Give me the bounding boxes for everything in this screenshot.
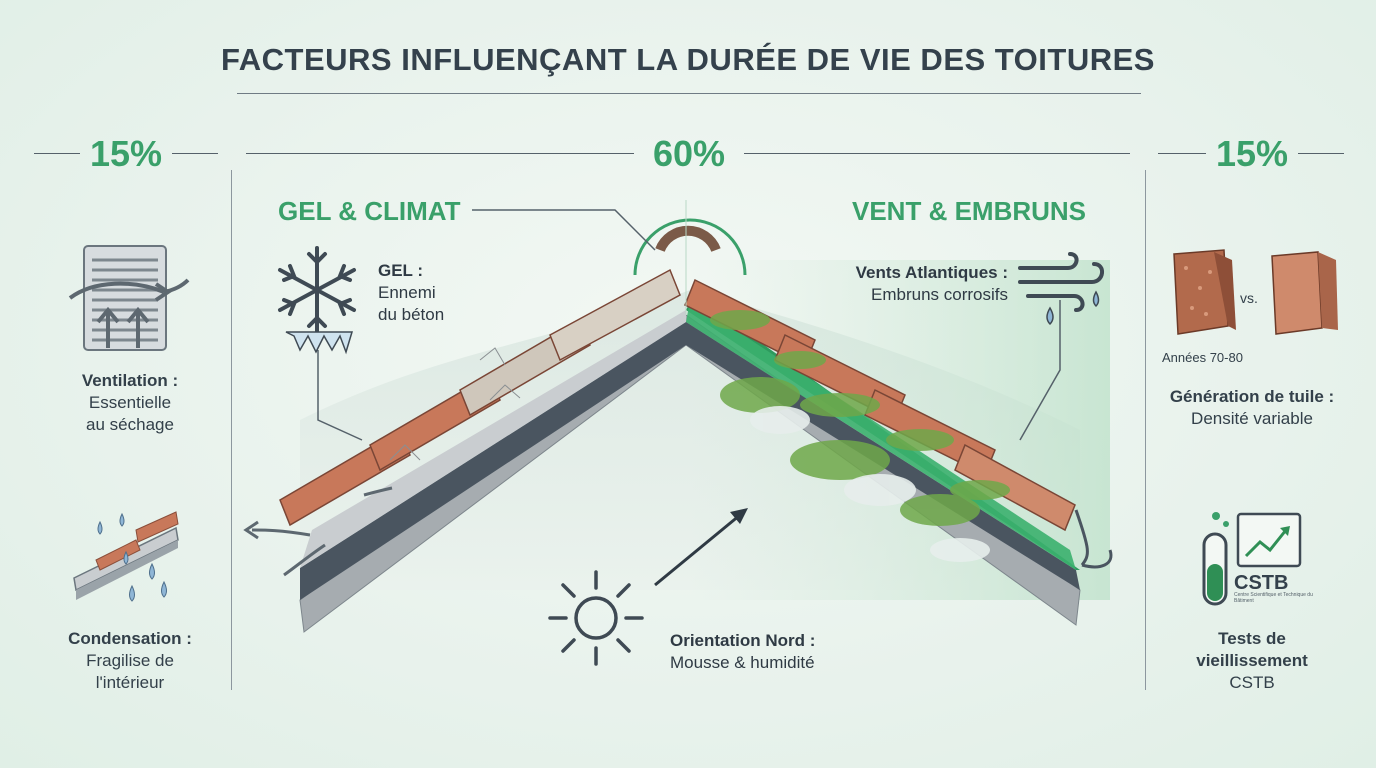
new-tile-icon: [1271, 251, 1338, 335]
vent-embruns-section: VENT & EMBRUNS: [852, 196, 1087, 226]
wind-icon: [1018, 252, 1104, 326]
condensation-title: Condensation :: [68, 629, 192, 648]
years-label: Années 70-80: [1162, 350, 1243, 365]
gel-text-2: du béton: [378, 305, 445, 324]
chart-icon: [1236, 512, 1302, 568]
old-tile-icon: [1173, 249, 1236, 335]
condensation-label: Condensation : Fragilise de l'intérieur: [40, 628, 220, 694]
vent-title: Vents Atlantiques :: [855, 263, 1008, 282]
center-header-line: [246, 153, 634, 154]
center-header-line-2: [744, 153, 1130, 154]
right-header-line-2: [1298, 153, 1344, 154]
ventilation-label: Ventilation : Essentielle au séchage: [40, 370, 220, 436]
sun-icon: [548, 570, 644, 666]
orientation-text: Mousse & humidité: [670, 653, 815, 672]
gel-text-1: Ennemi: [378, 283, 436, 302]
vent-label: Vents Atlantiques : Embruns corrosifs: [818, 262, 1008, 306]
condensation-text-1: Fragilise de: [86, 651, 174, 670]
test-tube-icon: [1202, 512, 1229, 606]
condensation-icon: [73, 511, 179, 602]
right-header-line: [1158, 153, 1206, 154]
cstb-logo: CSTB: [1234, 572, 1289, 594]
snowflake-icon: [278, 246, 356, 355]
left-header-line: [34, 153, 80, 154]
left-percent: 15%: [89, 133, 163, 174]
vent-grille-icon: [68, 245, 190, 351]
cstb-fine-text: Centre Scientifique et Technique du Bâti…: [1234, 592, 1313, 604]
gel-climat-section: GEL & CLIMAT: [278, 196, 461, 226]
gel-label: GEL : Ennemi du béton: [378, 260, 488, 326]
roof-diagram: [243, 200, 1113, 633]
orientation-label: Orientation Nord : Mousse & humidité: [670, 630, 860, 674]
tests-text: CSTB: [1229, 673, 1275, 692]
gel-title: GEL :: [378, 261, 424, 280]
tests-title-1: Tests de: [1218, 629, 1286, 648]
ventilation-title: Ventilation :: [81, 371, 179, 390]
vs-label: vs.: [1240, 290, 1258, 306]
center-percent: 60%: [652, 133, 726, 174]
vent-text: Embruns corrosifs: [871, 285, 1008, 304]
left-column-divider: [231, 170, 232, 690]
generation-text: Densité variable: [1191, 409, 1313, 428]
condensation-text-2: l'intérieur: [95, 673, 165, 692]
orientation-title: Orientation Nord :: [670, 631, 816, 650]
right-percent: 15%: [1215, 133, 1289, 174]
page-title: FACTEURS INFLUENÇANT LA DURÉE DE VIE DES…: [221, 42, 1155, 77]
left-header-line-2: [172, 153, 218, 154]
right-column-divider: [1145, 170, 1146, 690]
ventilation-text-1: Essentielle: [88, 393, 172, 412]
generation-label: Génération de tuile : Densité variable: [1150, 386, 1354, 430]
tests-title-2: vieillissement: [1196, 651, 1308, 670]
ventilation-text-2: au séchage: [86, 415, 174, 434]
tests-label: Tests de vieillissement CSTB: [1160, 628, 1344, 694]
title-divider: [237, 93, 1141, 94]
generation-title: Génération de tuile :: [1169, 387, 1335, 406]
